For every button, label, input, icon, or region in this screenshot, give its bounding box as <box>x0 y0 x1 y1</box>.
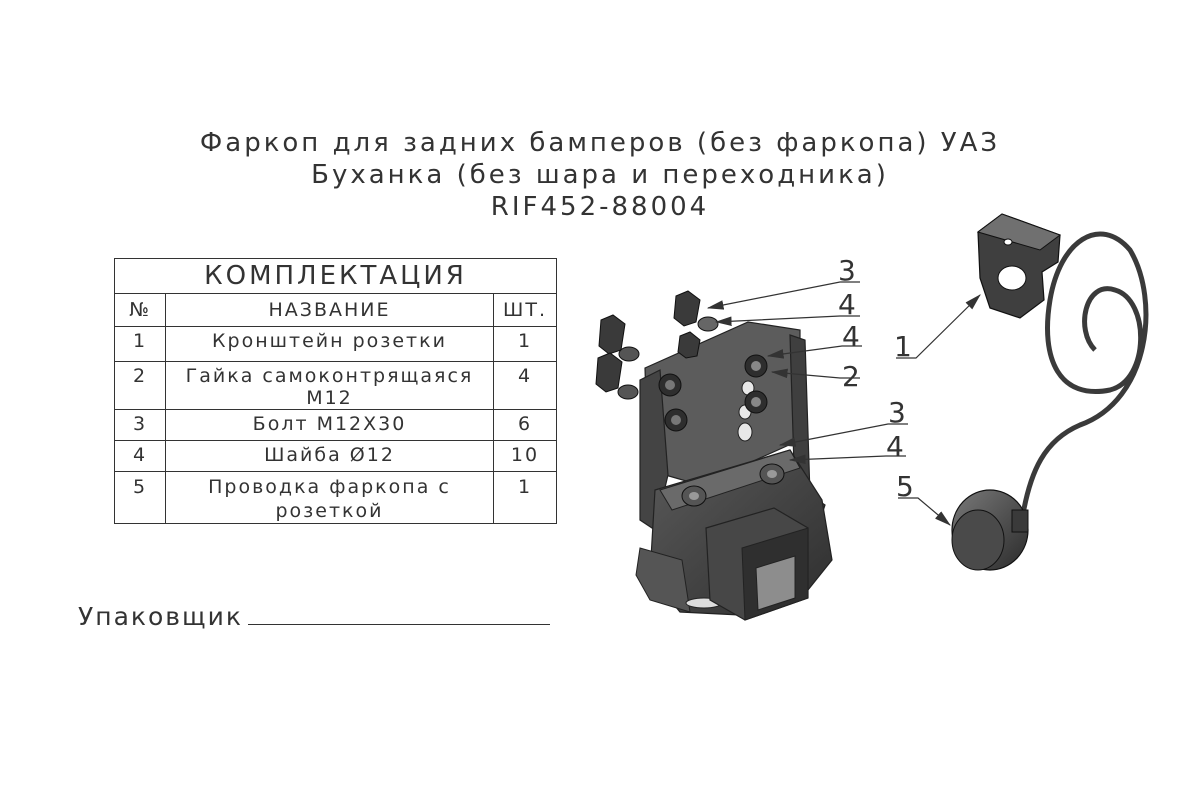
row-num: 4 <box>114 440 166 472</box>
table-row: 1 Кронштейн розетки 1 <box>114 326 557 362</box>
row-qty: 6 <box>493 409 557 441</box>
callout-3-top: 3 <box>838 254 856 287</box>
callout-5: 5 <box>896 470 914 503</box>
table-row: 5 Проводка фаркопа с розеткой 1 <box>114 471 557 524</box>
wiring-harness <box>1019 231 1149 521</box>
row-num: 1 <box>114 326 166 362</box>
callout-2: 2 <box>842 360 860 393</box>
row-num: 2 <box>114 361 166 410</box>
callout-3-bottom: 3 <box>888 396 906 429</box>
table-row: 2 Гайка самоконтрящаяся М12 4 <box>114 361 557 410</box>
row-qty: 1 <box>493 326 557 362</box>
column-num: № <box>114 293 166 327</box>
article-number: RIF452-88004 <box>490 192 710 222</box>
title-line-2: Буханка (без шара и переходника) <box>311 160 889 190</box>
kit-table-columns: № НАЗВАНИЕ ШТ. <box>114 293 557 327</box>
row-qty: 4 <box>493 361 557 410</box>
kit-table: КОМПЛЕКТАЦИЯ № НАЗВАНИЕ ШТ. 1 Кронштейн … <box>114 258 557 524</box>
leader-lines <box>706 281 981 526</box>
callout-1: 1 <box>894 330 912 363</box>
callout-4-bottom: 4 <box>886 430 904 463</box>
row-name: Шайба Ø12 <box>165 440 494 472</box>
packer-signature-line <box>248 624 550 625</box>
callout-4-middle: 4 <box>842 320 860 353</box>
row-name: Проводка фаркопа с розеткой <box>165 471 494 524</box>
table-row: 4 Шайба Ø12 10 <box>114 440 557 472</box>
table-row: 3 Болт М12Х30 6 <box>114 409 557 441</box>
kit-table-heading-row: КОМПЛЕКТАЦИЯ <box>114 258 557 294</box>
hitch-bracket <box>635 321 833 621</box>
bolts <box>595 290 719 400</box>
row-name: Гайка самоконтрящаяся М12 <box>165 361 494 410</box>
title-line-1: Фаркоп для задних бамперов (без фаркопа)… <box>199 128 1001 158</box>
callout-4-top: 4 <box>838 288 856 321</box>
column-qty: ШТ. <box>493 293 557 327</box>
socket-bracket <box>976 213 1062 319</box>
kit-table-heading: КОМПЛЕКТАЦИЯ <box>114 258 557 294</box>
packer-label: Упаковщик <box>78 602 243 631</box>
row-qty: 1 <box>493 471 557 524</box>
trailer-socket <box>951 489 1029 571</box>
row-name: Болт М12Х30 <box>165 409 494 441</box>
